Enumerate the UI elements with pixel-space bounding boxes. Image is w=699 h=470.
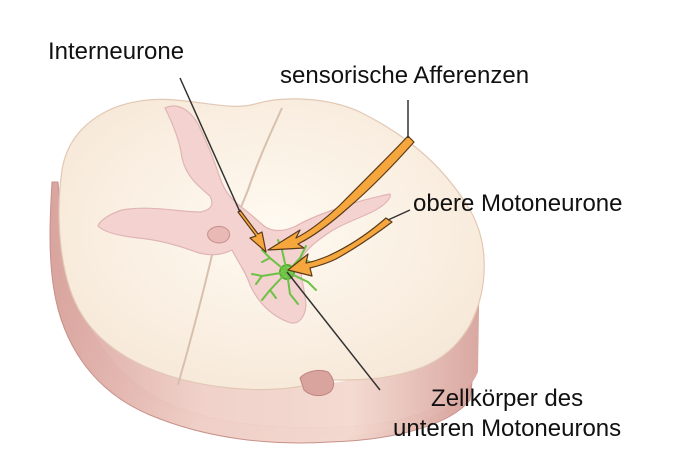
label-lower-motoneuron-cell-body: Zellkörper des unteren Motoneurons [393, 384, 621, 444]
ventral-notch [299, 369, 335, 397]
pointer-upper-motoneurons [387, 209, 411, 221]
cord-side-lower [54, 240, 480, 437]
interneuron-arrow [237, 209, 267, 253]
upper-motoneuron-arrow [287, 217, 393, 277]
pointer-interneurone [179, 77, 241, 213]
gray-matter [97, 105, 391, 324]
pointer-cell-body [286, 271, 381, 391]
label-cell-body-line1: Zellkörper des [431, 385, 584, 412]
label-upper-motoneurons: obere Motoneurone [413, 190, 623, 217]
label-sensory-afferents: sensorische Afferenzen [280, 62, 530, 89]
sensory-afferent-arrow [267, 135, 415, 251]
central-canal [207, 225, 231, 244]
ventral-fissure [177, 254, 213, 386]
label-interneurone: Interneurone [48, 38, 185, 65]
label-cell-body-line2: unteren Motoneurons [393, 415, 622, 442]
